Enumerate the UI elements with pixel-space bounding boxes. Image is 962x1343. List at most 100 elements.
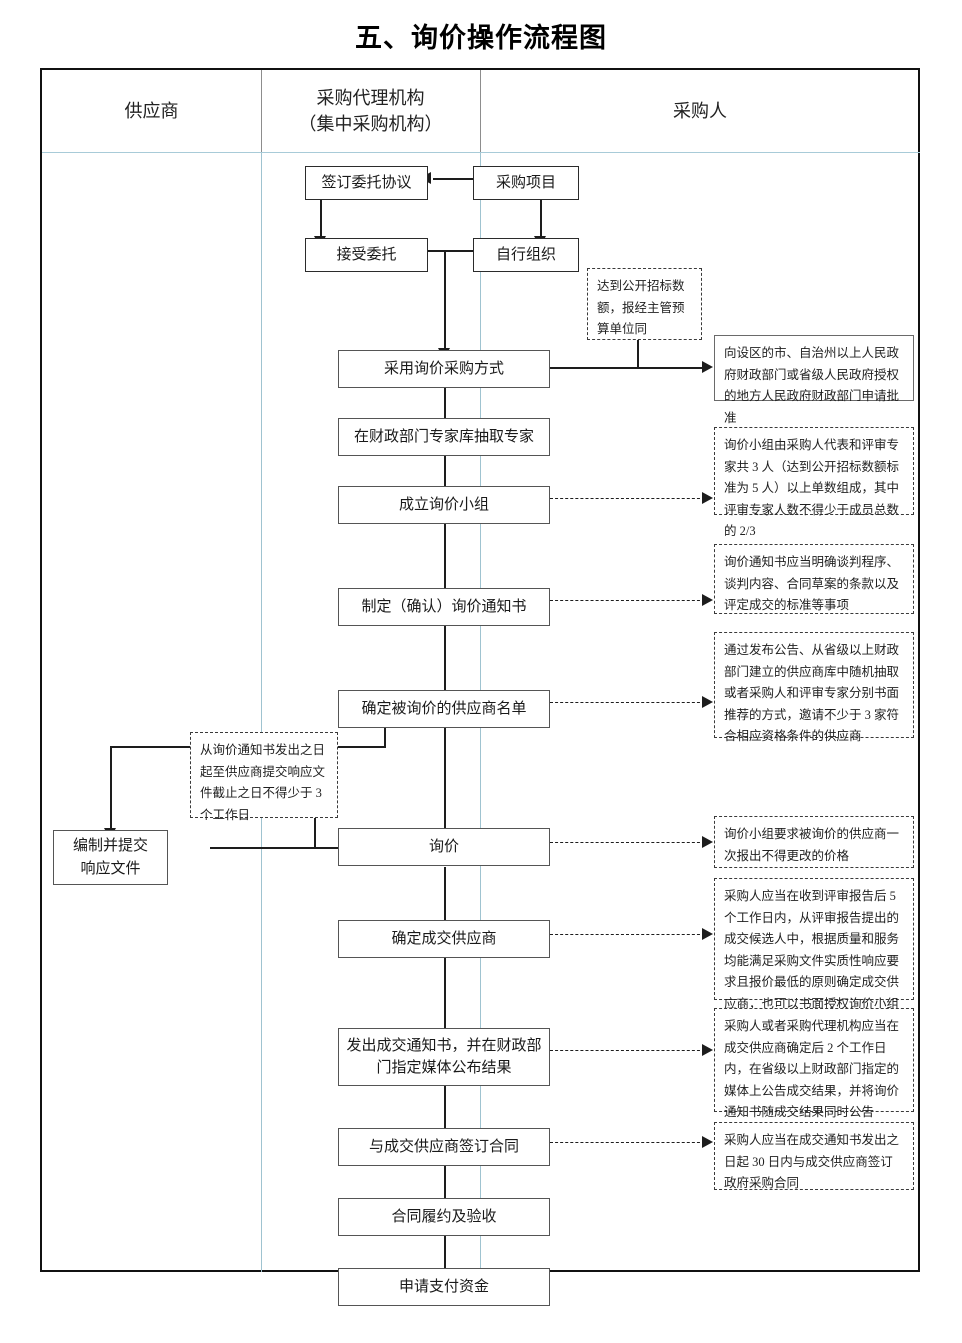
node-form-group[interactable]: 成立询价小组 (338, 486, 550, 524)
node-draw-experts[interactable]: 在财政部门专家库抽取专家 (338, 418, 550, 456)
note-response-deadline: 从询价通知书发出之日起至供应商提交响应文件截止之日不得少于 3 个工作日 (190, 732, 338, 822)
conn-notice-to-note (550, 600, 705, 601)
node-accept-entrust[interactable]: 接受委托 (305, 238, 428, 272)
arrow-contract-to-note (702, 1136, 713, 1148)
conn-merge-down (444, 250, 446, 350)
lane-divider-1 (261, 152, 262, 1272)
node-make-notice-label: 制定（确认）询价通知书 (361, 598, 527, 615)
conn-adopt-to-experts (444, 388, 446, 422)
conn-group-to-notice (444, 524, 446, 592)
lane-header-supplier-label: 供应商 (124, 100, 179, 121)
node-apply-payment-label: 申请支付资金 (398, 1278, 489, 1295)
conn-adopt-to-approval (550, 367, 705, 369)
node-contract-perform-label: 合同履约及验收 (391, 1208, 497, 1225)
conn-notice-to-list (444, 626, 446, 694)
conn-project-to-self (540, 200, 542, 238)
note-announce-result-text: 采购人或者采购代理机构应当在成交供应商确定后 2 个工作日内，在省级以上财政部门… (724, 1019, 900, 1119)
note-notice-contents-text: 询价通知书应当明确谈判程序、谈判内容、合同草案的条款以及评定成交的标准等事项 (724, 555, 900, 612)
node-sign-entrust-label: 签订委托协议 (321, 174, 412, 191)
note-one-time-quote: 询价小组要求被询价的供应商一次报出不得更改的价格 (714, 816, 914, 868)
header-separator (42, 152, 920, 153)
node-procurement-project[interactable]: 采购项目 (473, 166, 579, 200)
node-sign-contract-label: 与成交供应商签订合同 (368, 1138, 519, 1155)
conn-perform-to-apply (444, 1236, 446, 1272)
node-self-organize-label: 自行组织 (495, 246, 556, 263)
node-prepare-submit[interactable]: 编制并提交 响应文件 (53, 830, 168, 885)
lane-divider-1-header (261, 70, 262, 152)
node-inquiry[interactable]: 询价 (338, 828, 550, 866)
conn-winner-to-note (550, 934, 705, 935)
arrow-list-to-note (702, 696, 713, 708)
note-notice-contents: 询价通知书应当明确谈判程序、谈判内容、合同草案的条款以及评定成交的标准等事项 (714, 544, 914, 614)
lane-divider-2-header (480, 70, 481, 152)
note-open-bid-threshold: 达到公开招标数额，报经主管预算单位同 (587, 268, 702, 340)
conn-inquiry-to-note (550, 842, 705, 843)
conn-deadline-note-tail (314, 818, 316, 848)
note-announce-result: 采购人或者采购代理机构应当在成交供应商确定后 2 个工作日内，在省级以上财政部门… (714, 1008, 914, 1119)
lane-header-agency-label-line1: 采购代理机构 (316, 87, 425, 108)
node-draw-experts-label: 在财政部门专家库抽取专家 (353, 428, 534, 445)
note-sign-within-30: 采购人应当在成交通知书发出之日起 30 日内与成交供应商签订政府采购合同 (714, 1122, 914, 1190)
node-form-group-label: 成立询价小组 (398, 496, 489, 513)
note-approval-box-text: 向设区的市、自治州以上人民政府财政部门或省级人民政府授权的地方人民政府财政部门申… (724, 346, 900, 425)
note-approval-box: 向设区的市、自治州以上人民政府财政部门或省级人民政府授权的地方人民政府财政部门申… (714, 335, 914, 425)
note-group-composition: 询价小组由采购人代表和评审专家共 3 人（达到公开招标数额标准为 5 人）以上单… (714, 427, 914, 538)
conn-contract-to-note (550, 1142, 705, 1143)
conn-list-to-note (550, 702, 705, 703)
conn-branch-to-prepare (110, 746, 112, 830)
page-title: 五、询价操作流程图 (355, 23, 607, 53)
conn-issue-to-note (550, 1050, 705, 1051)
node-supplier-list[interactable]: 确定被询价的供应商名单 (338, 690, 550, 728)
node-sign-contract[interactable]: 与成交供应商签订合同 (338, 1128, 550, 1166)
conn-contract-to-perform (444, 1166, 446, 1202)
conn-issue-to-contract (444, 1086, 446, 1134)
arrow-inquiry-to-note (702, 836, 713, 848)
note-invite-suppliers: 通过发布公告、从省级以上财政部门建立的供应商库中随机抽取或者采购人和评审专家分别… (714, 632, 914, 743)
arrow-notice-to-note (702, 594, 713, 606)
node-sign-entrust[interactable]: 签订委托协议 (305, 166, 428, 200)
conn-prepare-to-inquiry (210, 847, 390, 849)
lane-header-supplier: 供应商 (42, 70, 261, 152)
conn-group-to-note (550, 498, 705, 499)
note-determine-winner-rule-text: 采购人应当在收到评审报告后 5 个工作日内，从评审报告提出的成交候选人中，根据质… (724, 889, 900, 1032)
conn-project-to-sign (433, 178, 480, 180)
lane-header-agency: 采购代理机构 （集中采购机构） (261, 70, 480, 152)
node-issue-notice[interactable]: 发出成交通知书，并在财政部 门指定媒体公布结果 (338, 1028, 550, 1086)
node-determine-winner-label: 确定成交供应商 (391, 930, 497, 947)
conn-threshold-note-tail (637, 338, 639, 368)
note-determine-winner-rule: 采购人应当在收到评审报告后 5 个工作日内，从评审报告提出的成交候选人中，根据质… (714, 878, 914, 1032)
note-group-composition-text: 询价小组由采购人代表和评审专家共 3 人（达到公开招标数额标准为 5 人）以上单… (724, 438, 900, 538)
conn-experts-to-group (444, 456, 446, 490)
arrow-issue-to-note (702, 1044, 713, 1056)
arrow-group-to-note (702, 492, 713, 504)
conn-merge-bar (320, 250, 541, 252)
node-apply-payment[interactable]: 申请支付资金 (338, 1268, 550, 1306)
node-self-organize[interactable]: 自行组织 (473, 238, 579, 272)
conn-winner-to-issue (444, 957, 446, 1033)
node-procurement-project-label: 采购项目 (495, 174, 556, 191)
node-contract-perform[interactable]: 合同履约及验收 (338, 1198, 550, 1236)
node-issue-notice-label-line1: 发出成交通知书，并在财政部 (346, 1037, 542, 1054)
node-accept-entrust-label: 接受委托 (336, 246, 397, 263)
node-prepare-submit-label-line1: 编制并提交 (72, 838, 148, 854)
note-one-time-quote-text: 询价小组要求被询价的供应商一次报出不得更改的价格 (724, 827, 900, 863)
conn-list-branch-down (384, 728, 386, 748)
node-make-notice[interactable]: 制定（确认）询价通知书 (338, 588, 550, 626)
node-issue-notice-label-line2: 门指定媒体公布结果 (376, 1060, 512, 1076)
note-response-deadline-text: 从询价通知书发出之日起至供应商提交响应文件截止之日不得少于 3 个工作日 (200, 743, 326, 822)
conn-list-to-inquiry (444, 728, 446, 846)
node-adopt-inquiry[interactable]: 采用询价采购方式 (338, 350, 550, 388)
node-determine-winner[interactable]: 确定成交供应商 (338, 920, 550, 958)
lane-header-purchaser: 采购人 (480, 70, 920, 152)
flowchart-frame: 供应商 采购代理机构 （集中采购机构） 采购人 (40, 68, 920, 1306)
arrow-adopt-to-approval (702, 361, 713, 373)
note-sign-within-30-text: 采购人应当在成交通知书发出之日起 30 日内与成交供应商签订政府采购合同 (724, 1133, 900, 1190)
note-invite-suppliers-text: 通过发布公告、从省级以上财政部门建立的供应商库中随机抽取或者采购人和评审专家分别… (724, 643, 900, 743)
arrow-winner-to-note (702, 928, 713, 940)
lane-header-agency-label-line2: （集中采购机构） (298, 114, 443, 134)
lane-header-purchaser-label: 采购人 (673, 100, 727, 121)
note-open-bid-threshold-text: 达到公开招标数额，报经主管预算单位同 (597, 279, 685, 336)
node-adopt-inquiry-label: 采用询价采购方式 (383, 360, 504, 377)
node-prepare-submit-label-line2: 响应文件 (80, 860, 141, 877)
